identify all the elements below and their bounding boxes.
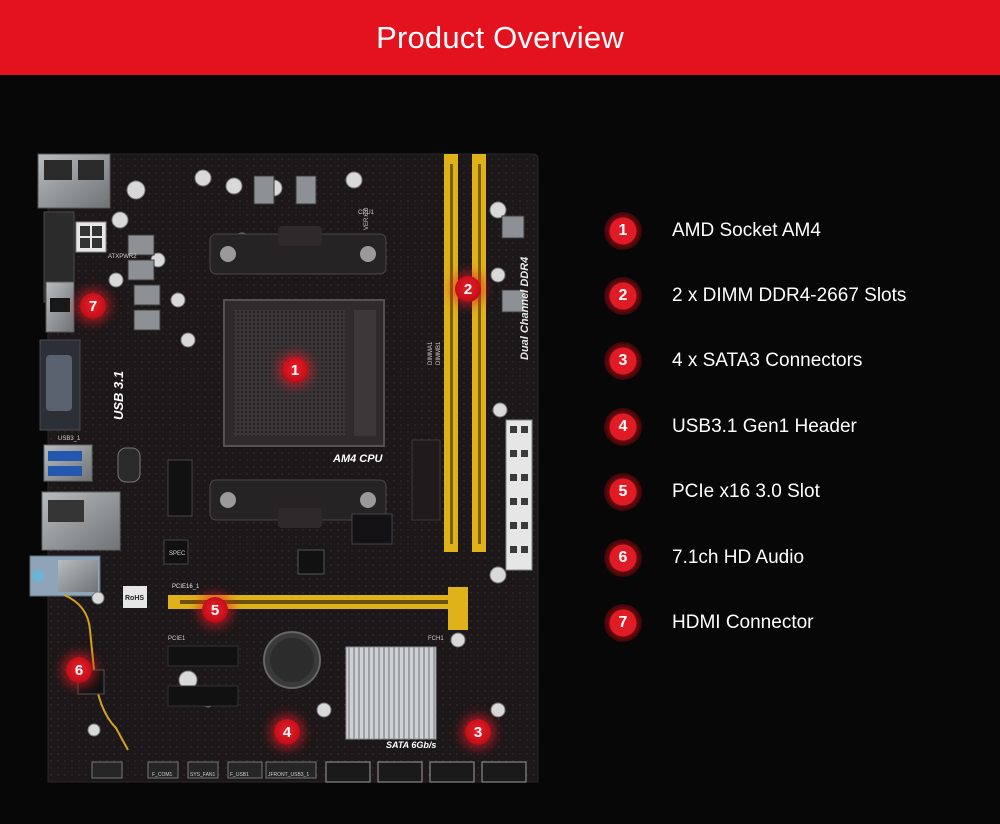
feature-item: 5 PCIe x16 3.0 Slot [604, 460, 994, 525]
f-usb1-label: F_USB1 [230, 772, 249, 778]
dual-channel-label: Dual Channel DDR4 [519, 257, 531, 360]
feature-number-badge: 5 [604, 473, 642, 512]
dimm-b-label: DIMMB1 [436, 341, 442, 365]
rohs-label: RoHS [125, 595, 144, 602]
spec-label: SPEC [169, 551, 186, 557]
pcie-label: PCIE16_1 [172, 584, 200, 590]
feature-label: 2 x DIMM DDR4-2667 Slots [672, 285, 907, 307]
feature-label: HDMI Connector [672, 612, 814, 634]
marker-1[interactable]: 1 [282, 357, 308, 383]
feature-list: 1 AMD Socket AM4 2 2 x DIMM DDR4-2667 Sl… [604, 198, 994, 656]
page-header: Product Overview [0, 0, 1000, 75]
sys-fan-label: SYS_FAN1 [190, 772, 216, 778]
usb-label: USB 3.1 [111, 371, 126, 420]
atx-label: ATXPWR2 [108, 254, 137, 260]
feature-number-badge: 4 [604, 407, 642, 446]
feature-label: AMD Socket AM4 [672, 219, 821, 241]
feature-number-badge: 7 [604, 604, 642, 643]
marker-5[interactable]: 5 [202, 597, 228, 623]
socket-label: AM4 CPU [332, 453, 384, 465]
feature-item: 3 4 x SATA3 Connectors [604, 329, 994, 394]
feature-number-badge: 1 [604, 211, 642, 250]
page-title: Product Overview [376, 19, 624, 55]
feature-number-badge: 3 [604, 342, 642, 381]
fch-label: FCH1 [428, 636, 444, 642]
feature-item: 2 2 x DIMM DDR4-2667 Slots [604, 263, 994, 328]
marker-7[interactable]: 7 [80, 293, 106, 319]
dimm-a-label: DIMMA1 [428, 341, 434, 365]
feature-label: USB3.1 Gen1 Header [672, 415, 857, 437]
feature-item: 6 7.1ch HD Audio [604, 525, 994, 590]
pcie2-label: PCIE1 [168, 636, 186, 642]
sata-label: SATA 6Gb/s [386, 740, 436, 750]
version-label: VER:6.0 [364, 207, 370, 230]
feature-label: 7.1ch HD Audio [672, 546, 805, 568]
marker-6[interactable]: 6 [66, 657, 92, 683]
feature-number-badge: 2 [604, 277, 642, 316]
feature-label: 4 x SATA3 Connectors [672, 350, 863, 372]
feature-label: PCIe x16 3.0 Slot [672, 481, 820, 503]
marker-4[interactable]: 4 [274, 719, 300, 745]
feature-item: 4 USB3.1 Gen1 Header [604, 394, 994, 459]
usb3-header-label: USB3_1 [58, 436, 81, 442]
motherboard-image: AM4 CPU Dual Channel DDR4 USB 3.1 USB3_1… [28, 150, 548, 790]
jfront-label: JFRONT_USB3_1 [268, 772, 309, 778]
motherboard-photo: AM4 CPU Dual Channel DDR4 USB 3.1 USB3_1… [29, 153, 539, 783]
marker-2[interactable]: 2 [455, 276, 481, 302]
marker-3[interactable]: 3 [465, 719, 491, 745]
f-com-label: F_COM1 [152, 772, 173, 778]
cpu-fan-label: CPU1 [358, 210, 375, 216]
feature-item: 1 AMD Socket AM4 [604, 198, 994, 263]
feature-number-badge: 6 [604, 538, 642, 577]
feature-item: 7 HDMI Connector [604, 590, 994, 655]
